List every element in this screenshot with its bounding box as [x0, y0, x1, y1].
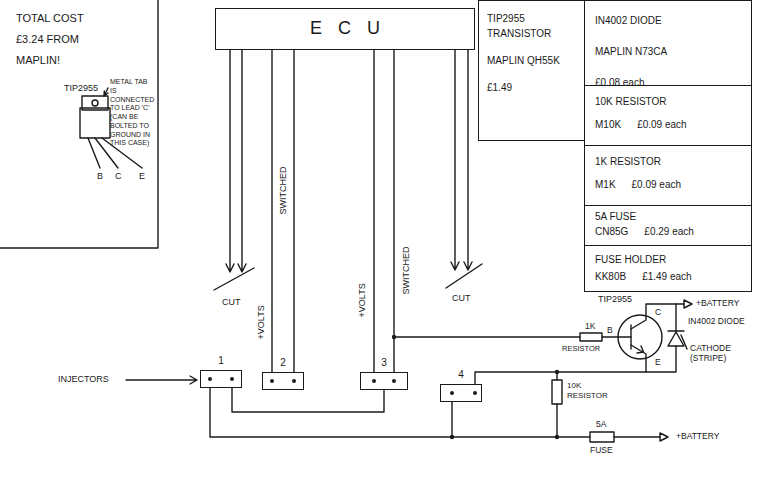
node-heading: FUSE HOLDER [595, 252, 741, 267]
battery-arrow [660, 433, 668, 441]
price-box: 1K RESISTOR M1K £0.09 each [584, 145, 752, 206]
wire [293, 50, 294, 372]
wire [210, 388, 452, 437]
price-box: 10K RESISTOR M10K £0.09 each [584, 85, 752, 146]
supply-label: +BATTERY [696, 298, 739, 308]
wire [232, 388, 384, 412]
node-text: M1K [595, 177, 616, 192]
node-heading: TIP2955 TRANSISTOR [487, 11, 576, 41]
junction-dot [555, 370, 559, 374]
pin-dot [292, 379, 296, 383]
injector-connector: 2 [262, 372, 304, 390]
cut-wire [446, 50, 482, 288]
pin-dot [392, 379, 396, 383]
cut-wire [214, 50, 254, 290]
cut-label: CUT [222, 297, 241, 308]
note-text: METAL TAB IS CONNECTED TO LEAD 'C' (CAN … [110, 78, 156, 148]
ecu-box: ECU [215, 8, 475, 50]
part-label: TIP2955 [64, 83, 98, 94]
node-heading: ECU [310, 18, 396, 40]
node-text: CN85G [595, 225, 628, 240]
pin-dot [473, 391, 477, 395]
component-label: RESISTOR [562, 344, 600, 353]
pin-dot [208, 377, 212, 381]
component-value: 5A [596, 419, 606, 429]
node-text: £1.49 [487, 80, 576, 95]
leader-line [681, 335, 687, 349]
pin-name: B [607, 325, 613, 335]
node-text: £1.49 each [642, 269, 692, 284]
cost-note: TOTAL COST £3.24 FROM MAPLIN! [0, 0, 155, 76]
node-text: £0.29 each [644, 225, 694, 240]
price-box: 5A FUSECN85G £0.29 each [584, 205, 752, 246]
injector-connector: 4 [440, 384, 482, 402]
pin-dot [230, 377, 234, 381]
price-box: FUSE HOLDER KK80B £1.49 each [584, 245, 752, 292]
pin-dot [372, 379, 376, 383]
node-heading: 10K RESISTOR [595, 94, 741, 109]
wire-label: SWITCHED [278, 165, 289, 215]
emitter-wire [475, 345, 676, 384]
diode-symbol [668, 304, 684, 346]
note-text: CATHODE (STRIPE) [690, 343, 756, 363]
wire-label: +VOLTS [357, 282, 368, 318]
cut-label: CUT [452, 293, 471, 304]
node-heading: 1K RESISTOR [595, 154, 741, 169]
tab-hole [92, 100, 98, 106]
wire [393, 50, 394, 372]
pin-name: C [115, 171, 122, 182]
part-label: TIP2955 [598, 294, 632, 305]
junction-dot [555, 435, 559, 439]
callout-number: 3 [361, 357, 407, 369]
node-text: MAPLIN N73CA [595, 44, 667, 59]
node-heading: IN4002 DIODE [595, 13, 741, 28]
callout-label: INJECTORS [58, 374, 109, 385]
node-text: KK80B [595, 269, 626, 284]
node-heading: TOTAL COST £3.24 FROM MAPLIN! [16, 8, 98, 71]
node-text: MAPLIN QH55K [487, 53, 576, 68]
transistor-body [80, 108, 110, 138]
resistor-symbol [580, 333, 602, 341]
wire-label: +VOLTS [256, 304, 267, 340]
node-text: £0.09 each [637, 117, 687, 132]
pin-name: B [97, 171, 103, 182]
pin-name: E [139, 171, 145, 182]
injector-arrow [126, 376, 197, 384]
base-wire [394, 336, 631, 337]
leader-arrow [104, 88, 108, 96]
fuse-symbol [590, 432, 614, 442]
callout-number: 4 [441, 369, 481, 381]
resistor-symbol [552, 380, 562, 404]
node-text: M10K [595, 117, 621, 132]
component-label: IN4002 DIODE [688, 316, 760, 326]
wire [271, 50, 272, 372]
injector-connector: 3 [360, 372, 408, 390]
transistor-symbol [618, 315, 662, 359]
component-label: FUSE [590, 445, 613, 455]
battery-arrow [684, 300, 692, 308]
node-text: £0.09 each [632, 177, 682, 192]
component-value: 1K [585, 321, 595, 331]
supply-label: +BATTERY [676, 431, 719, 441]
pin-dot [270, 379, 274, 383]
callout-number: 1 [201, 355, 241, 367]
pin-name: E [655, 357, 661, 367]
emitter-arrow [637, 346, 644, 353]
panel-rule [0, 0, 158, 248]
wire [373, 50, 374, 372]
callout-number: 2 [263, 357, 303, 369]
pin-name: C [655, 307, 661, 317]
wire-label: SWITCHED [401, 245, 412, 295]
pin-dot [450, 391, 454, 395]
injector-connector: 1 [200, 370, 242, 388]
price-box: TIP2955 TRANSISTOR MAPLIN QH55K £1.49 [478, 0, 585, 141]
node-heading: 5A FUSE [595, 210, 741, 225]
component-label: 10K RESISTOR [567, 381, 617, 400]
